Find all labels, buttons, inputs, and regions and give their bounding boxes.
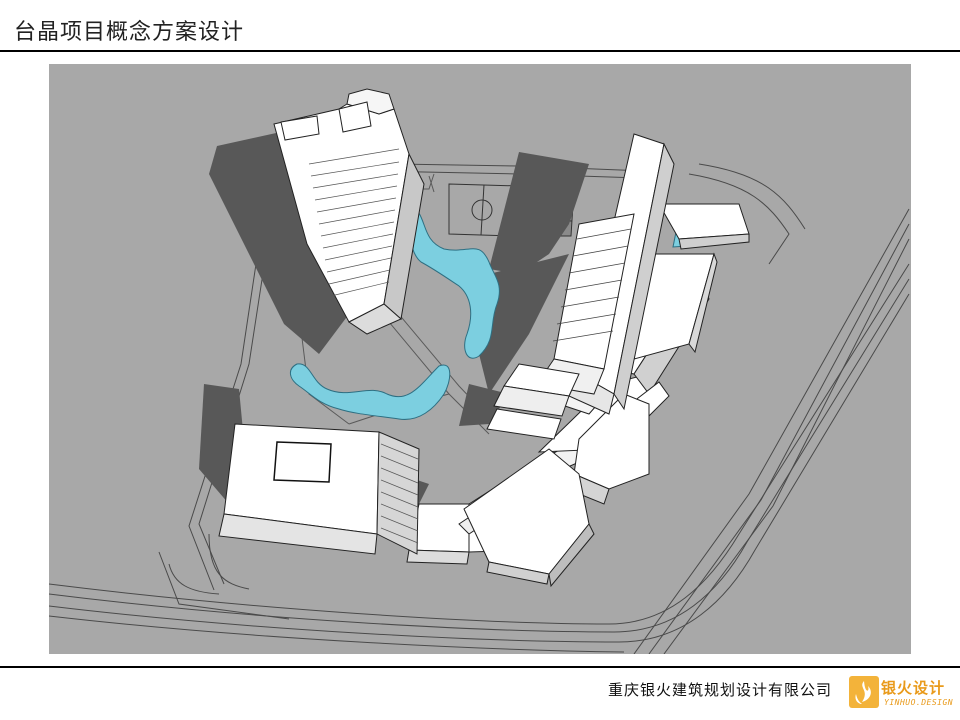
- wedge-building: [463, 448, 595, 588]
- slide-title: 台晶项目概念方案设计: [14, 20, 245, 45]
- office-block: [218, 423, 420, 555]
- header-divider: [0, 50, 960, 52]
- point-tower: [273, 88, 425, 335]
- ground-plane: [49, 64, 911, 654]
- massing-render: [49, 64, 911, 654]
- slide-header: 台晶项目概念方案设计: [0, 0, 960, 52]
- logo-text: 银火设计: [881, 679, 946, 697]
- flame-logo-icon: [849, 676, 879, 708]
- logo-subtext: YINHUO.DESIGN: [884, 698, 954, 707]
- company-logo: 银火设计 YINHUO.DESIGN: [848, 674, 956, 712]
- slab-tower: [486, 133, 675, 440]
- footer-divider: [0, 666, 960, 668]
- company-name: 重庆银火建筑规划设计有限公司: [608, 681, 833, 699]
